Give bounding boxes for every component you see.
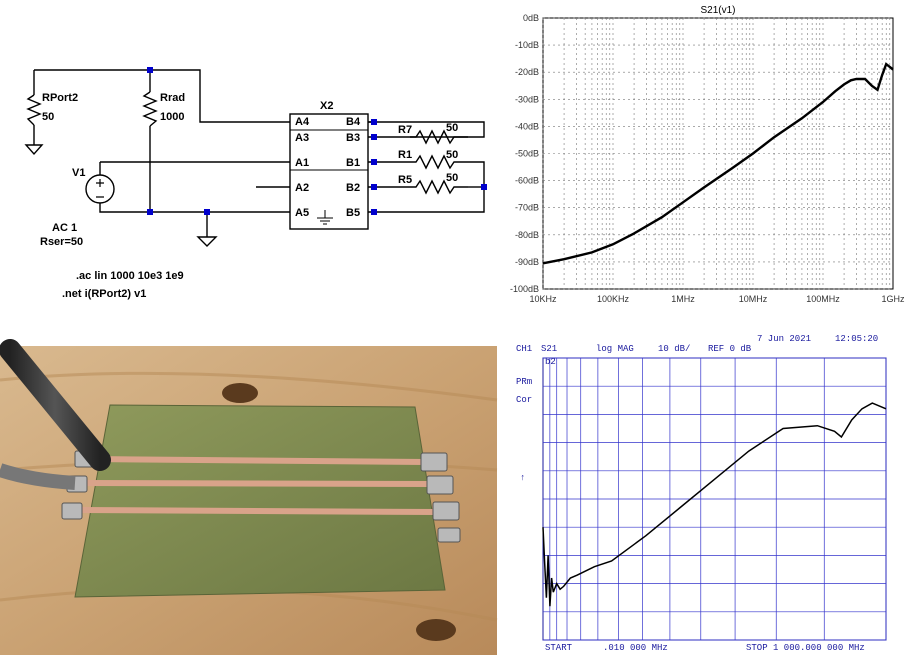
vna-format: log MAG: [596, 344, 634, 354]
sim-plot-grid: [542, 17, 893, 290]
rport2-label: RPort2: [42, 92, 78, 104]
r5-resistor: [410, 179, 468, 195]
vna-channel: CH1: [516, 344, 532, 354]
directive-net: .net i(RPort2) v1: [62, 288, 146, 300]
copper-strips: [79, 456, 437, 515]
vna-plot-s21-trace: [542, 402, 887, 607]
sim-y-tick-label: -60dB: [515, 176, 539, 186]
rport2-resistor: [26, 94, 42, 126]
r1-resistor: [410, 154, 468, 170]
rrad-value: 1000: [160, 111, 184, 123]
vna-ref: REF 0 dB: [708, 344, 752, 354]
sim-x-tick-label: 100KHz: [597, 294, 630, 304]
vna-ref-arrow: ↑: [520, 473, 525, 483]
sim-plot-x-ticks: 10KHz 100KHz 1MHz 10MHz 100MHz 1GHz: [529, 294, 905, 304]
r1-value: 50: [446, 149, 458, 161]
sma-connector: [432, 501, 460, 521]
pin-a1: A1: [295, 157, 309, 169]
sim-y-tick-label: -70dB: [515, 203, 539, 213]
pin-b5: B5: [346, 207, 360, 219]
pin-a5: A5: [295, 207, 309, 219]
sim-y-tick-label: 0dB: [523, 13, 539, 23]
sim-y-tick-label: -80dB: [515, 230, 539, 240]
sim-x-tick-label: 10MHz: [739, 294, 768, 304]
copper-strip: [85, 480, 431, 487]
vna-marker-b: b2: [545, 357, 556, 367]
vna-time: 12:05:20: [835, 334, 878, 344]
sim-y-tick-label: -10dB: [515, 40, 539, 50]
v1-source-symbol: [96, 179, 104, 198]
sim-y-tick-label: -20dB: [515, 67, 539, 77]
sim-plot-y-ticks: 0dB -10dB -20dB -30dB -40dB -50dB -60dB -70dB -8…: [510, 13, 539, 294]
r1-label: R1: [398, 149, 412, 161]
vna-cor: Cor: [516, 395, 532, 405]
pin-a2: A2: [295, 182, 309, 194]
v1-rser: Rser=50: [40, 236, 83, 248]
pin-b1: B1: [346, 157, 360, 169]
vna-prm: PRm: [516, 377, 532, 387]
r7-value: 50: [446, 122, 458, 134]
schematic-nodes: [147, 67, 487, 215]
wood-knot: [222, 383, 258, 403]
sim-x-tick-label: 100MHz: [806, 294, 840, 304]
vna-scale: 10 dB/: [658, 344, 690, 354]
pin-b3: B3: [346, 132, 360, 144]
probe-cable: [0, 339, 111, 471]
vna-stop: STOP 1 000.000 000 MHz: [746, 643, 865, 653]
v1-ac: AC 1: [52, 222, 77, 234]
pcb-board: [74, 404, 446, 598]
vna-param: S21: [541, 344, 557, 354]
sma-connector: [426, 475, 454, 495]
board-photo: [0, 339, 498, 655]
directive-ac: .ac lin 1000 10e3 1e9: [76, 270, 184, 282]
rrad-label: Rrad: [160, 92, 185, 104]
sim-x-tick-label: 10KHz: [529, 294, 557, 304]
sim-x-tick-label: 1GHz: [881, 294, 905, 304]
sim-plot: S21(v1) 0dB -10dB -20dB -30dB -40dB -50dB -60d…: [510, 5, 905, 304]
sim-y-tick-label: -30dB: [515, 94, 539, 104]
pin-b4: B4: [346, 116, 361, 128]
r7-resistor: [410, 129, 468, 145]
schematic: [24, 69, 485, 247]
vna-start-label: START: [545, 643, 573, 653]
pin-a4: A4: [295, 116, 310, 128]
r5-value: 50: [446, 172, 458, 184]
coax-cable: [0, 463, 76, 490]
vna-plot-grid: [543, 357, 887, 641]
v1-label: V1: [72, 167, 85, 179]
vna-start-freq: .010 000 MHz: [603, 643, 668, 653]
r7-label: R7: [398, 124, 412, 136]
sim-y-tick-label: -40dB: [515, 121, 539, 131]
rport2-value: 50: [42, 111, 54, 123]
copper-strip: [79, 507, 437, 515]
sma-connector: [437, 527, 461, 543]
wood-knot: [416, 619, 456, 641]
r5-label: R5: [398, 174, 412, 186]
vna-date: 7 Jun 2021: [757, 334, 811, 344]
pin-a3: A3: [295, 132, 309, 144]
sma-connector: [61, 502, 83, 520]
sim-x-tick-label: 1MHz: [671, 294, 695, 304]
vna-plot: 7 Jun 2021 12:05:20 CH1 S21 log MAG 10 d…: [516, 334, 887, 653]
sim-plot-s21-line: [542, 62, 894, 265]
sim-y-tick-label: -100dB: [510, 284, 539, 294]
copper-strip: [91, 456, 426, 465]
x2-label: X2: [320, 100, 333, 112]
pin-b2: B2: [346, 182, 360, 194]
sim-y-tick-label: -50dB: [515, 149, 539, 159]
rrad-resistor: [142, 91, 158, 127]
sma-connector: [420, 452, 448, 472]
sim-plot-title: S21(v1): [700, 5, 735, 16]
sim-y-tick-label: -90dB: [515, 257, 539, 267]
